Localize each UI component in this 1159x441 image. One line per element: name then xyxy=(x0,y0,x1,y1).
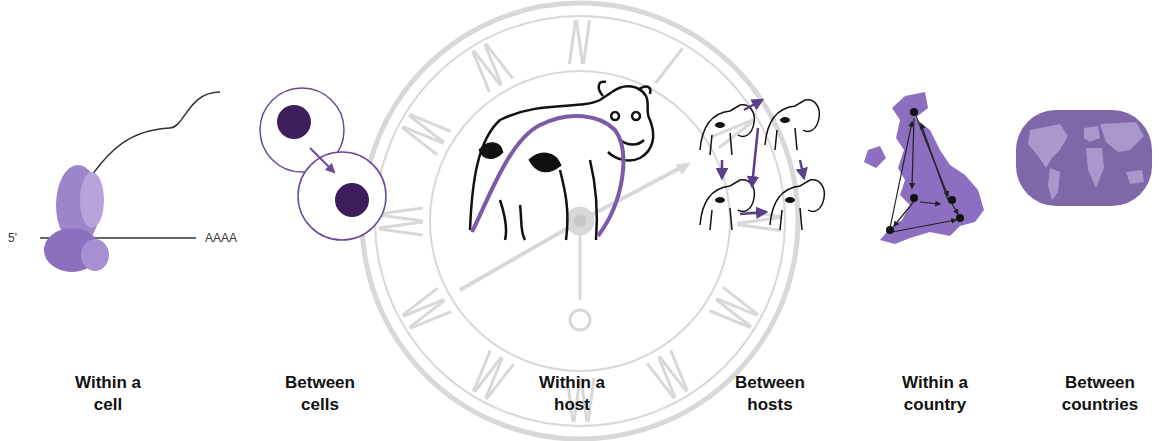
sequence-end-label: 5' xyxy=(8,231,17,245)
clock-face xyxy=(362,3,798,439)
scale-label: Between hosts xyxy=(722,372,818,416)
uk-map xyxy=(864,92,984,244)
scale-label: Between cells xyxy=(272,372,368,416)
scale-label: Between countries xyxy=(1052,372,1148,416)
cow-drawing xyxy=(470,82,653,240)
scale-label: Within a country xyxy=(887,372,983,416)
scale-label: Within a cell xyxy=(60,372,156,416)
world-map xyxy=(1016,110,1152,206)
scale-label: Within a host xyxy=(524,372,620,416)
ribosome-drawing xyxy=(40,92,220,272)
herd-drawing xyxy=(700,100,824,230)
sequence-end-label: AAAA xyxy=(205,231,237,245)
cells-drawing xyxy=(260,88,386,240)
